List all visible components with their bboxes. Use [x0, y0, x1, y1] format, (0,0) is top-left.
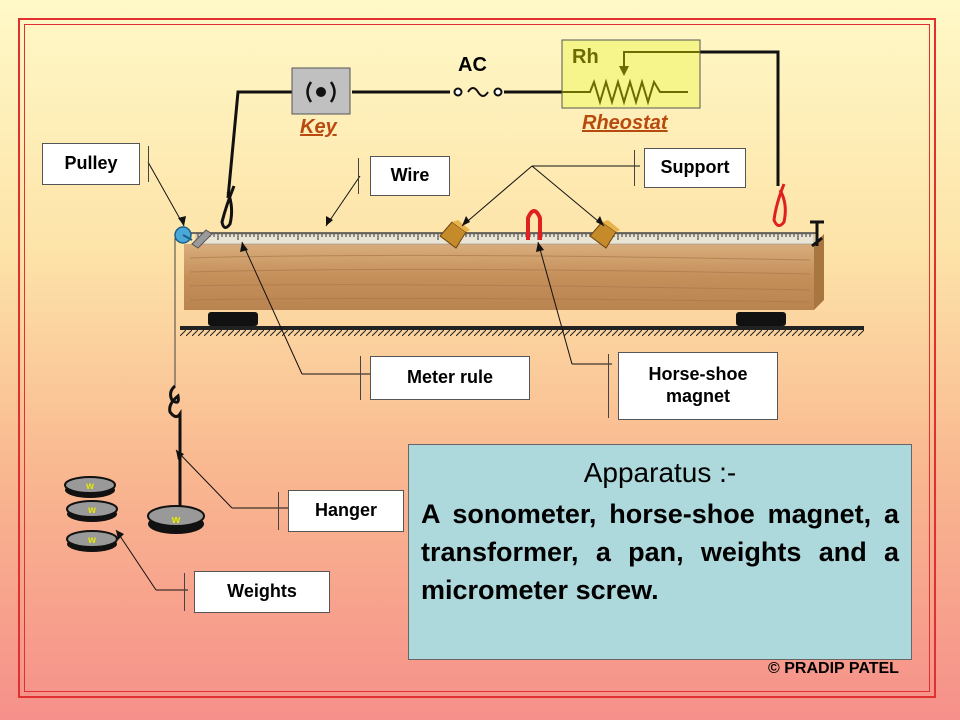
weight-2: w	[66, 500, 118, 522]
weights-label-bracket	[184, 573, 196, 611]
support-left	[439, 220, 470, 249]
pulley	[174, 226, 193, 244]
apparatus-text: A sonometer, horse-shoe magnet, a transf…	[421, 499, 899, 605]
pulley-label: Pulley	[42, 143, 140, 185]
horse-shoe-magnet-label-bracket	[608, 354, 620, 418]
arrowheads	[116, 216, 604, 540]
support-right	[589, 220, 620, 249]
meter-rule-label-bracket	[360, 356, 372, 400]
rh-label: Rh	[572, 46, 599, 68]
wire-label: Wire	[370, 156, 450, 196]
support-label-bracket	[634, 150, 646, 186]
hanger-label-bracket	[278, 492, 290, 530]
sonometer-foot-right	[736, 312, 786, 326]
sonometer-foot-left	[208, 312, 258, 326]
outer-border	[18, 18, 936, 698]
pulley-label-bracket	[148, 146, 160, 182]
hanger-pan: w	[147, 505, 205, 534]
ac-terminal-left	[453, 87, 463, 97]
sonometer-box	[184, 234, 824, 310]
rheostat[interactable]	[561, 39, 701, 109]
ac-label: AC	[458, 54, 487, 76]
horse-shoe-magnet	[526, 209, 542, 240]
horse-shoe-magnet-label: Horse-shoe magnet	[618, 352, 778, 420]
weight-3: w	[66, 530, 118, 552]
meter-rule	[195, 233, 815, 245]
wire-label-bracket	[358, 158, 370, 194]
key-label: Key	[300, 116, 337, 138]
apparatus-info-box: Apparatus :- A sonometer, horse-shoe mag…	[408, 444, 912, 660]
clip-left	[220, 185, 236, 229]
weight-mark: w	[85, 481, 94, 492]
rheostat-label: Rheostat	[582, 112, 668, 134]
copyright: © PRADIP PATEL	[768, 660, 899, 677]
clip-right	[772, 183, 787, 227]
hanger-label: Hanger	[288, 490, 404, 532]
pulley-bracket	[191, 229, 213, 249]
ac-source-symbol	[467, 87, 489, 97]
end-post	[810, 220, 824, 248]
weight-mark: w	[171, 514, 181, 526]
weight-1: w	[64, 476, 116, 498]
weights-label: Weights	[194, 571, 330, 613]
inner-border	[24, 24, 930, 692]
circuit-wires	[226, 50, 780, 199]
meter-rule-label: Meter rule	[370, 356, 530, 400]
weight-mark: w	[87, 535, 96, 546]
key-switch[interactable]	[291, 67, 351, 115]
ac-terminal-right	[493, 87, 503, 97]
leader-lines	[115, 161, 640, 591]
weight-mark: w	[87, 505, 96, 516]
hanger-hook	[168, 384, 182, 506]
ground	[180, 326, 864, 336]
apparatus-title: Apparatus :-	[583, 457, 737, 488]
support-label: Support	[644, 148, 746, 188]
